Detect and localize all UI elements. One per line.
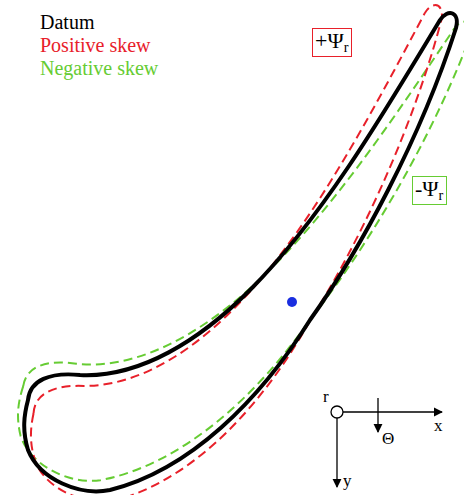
axis-label: Θ [382,430,394,447]
theta-axis [377,398,378,432]
positive-skew-profile [9,5,464,495]
angle-label: +Ψr [315,30,348,55]
axis-label: y [343,472,352,489]
legend-entry: Datum [40,12,94,32]
legend-text: Positive skew [40,34,151,56]
y-axis [336,418,337,487]
legend-text: Datum [40,11,94,33]
axis-label: r [323,388,329,405]
angle-label-box: -Ψr [412,176,447,205]
legend-entry: Negative skew [40,58,158,78]
negative-skew-profile [15,0,464,495]
angle-label: -Ψr [415,178,443,203]
radial-axis-symbol [331,406,343,418]
axis-label: x [434,417,443,434]
stacking-point [287,297,297,307]
datum-profile [24,13,457,491]
x-axis [343,411,442,412]
legend-text: Negative skew [40,57,158,79]
legend-entry: Positive skew [40,35,151,55]
angle-label-box: +Ψr [312,28,352,57]
